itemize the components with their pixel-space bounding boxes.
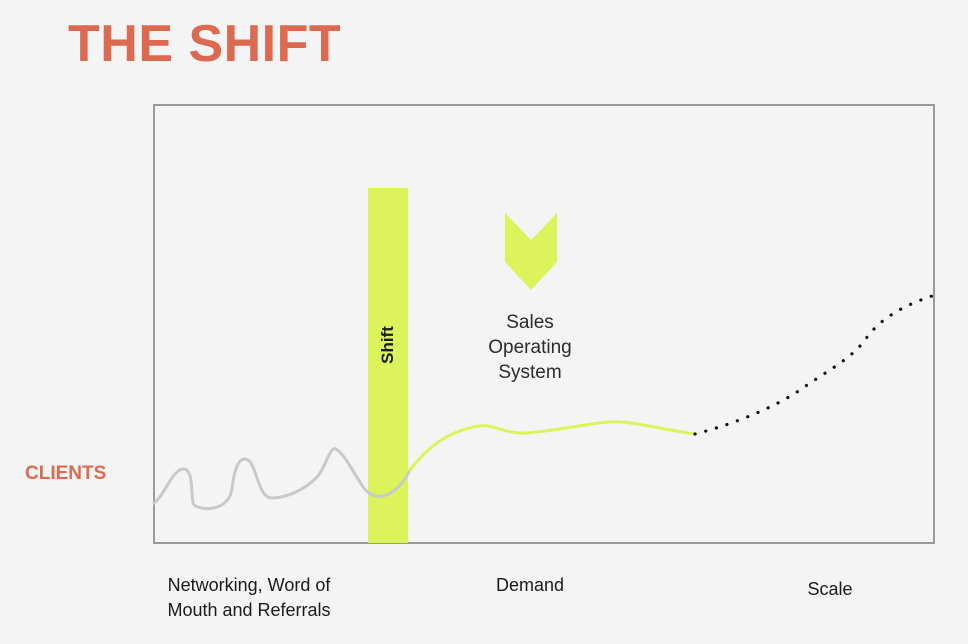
growth-line-demand (408, 420, 697, 472)
growth-line-projection (693, 294, 934, 436)
shift-bar (368, 188, 408, 543)
chevron-down-icon (505, 213, 557, 290)
diagram-frame (153, 104, 935, 544)
stage-label-line: Mouth and Referrals (167, 600, 331, 620)
stage-label-scale: Scale (807, 579, 853, 599)
stage-label-line: Networking, Word of (167, 575, 331, 595)
shift-label: Shift (378, 326, 397, 364)
annotation-line: System (498, 362, 562, 383)
annotation-line: Operating (488, 337, 572, 358)
annotation-line: Sales (506, 312, 554, 333)
stage-label-demand: Demand (495, 575, 565, 595)
growth-line-before-shift (152, 447, 412, 510)
annotation-sales-operating-system: Sales Operating System (455, 310, 605, 385)
page-title: THE SHIFT (68, 15, 342, 73)
stage-label-networking: Networking, Word of Mouth and Referrals (140, 573, 358, 623)
y-axis-label: CLIENTS (25, 463, 107, 484)
